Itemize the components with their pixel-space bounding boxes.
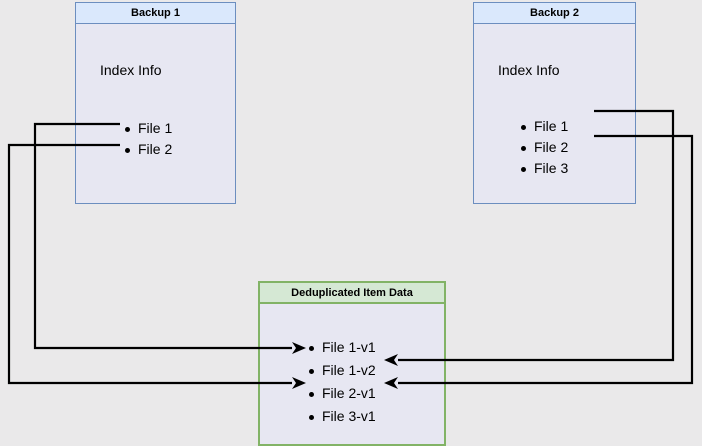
backup-2-file-list: File 1 File 2 File 3 [518, 116, 568, 179]
node-dedup-body: File 1-v1 File 1-v2 File 2-v1 File 3-v1 [260, 304, 444, 442]
backup-2-file-2-label: File 3 [534, 160, 569, 176]
backup-2-file-1-label: File 2 [534, 139, 569, 155]
backup-1-file-0-label: File 1 [138, 120, 173, 136]
node-backup-2-title: Backup 2 [474, 3, 635, 24]
list-item: File 1 [122, 118, 172, 139]
list-item: File 1 [518, 116, 568, 137]
list-item: File 1-v1 [306, 336, 376, 359]
node-backup-2[interactable]: Backup 2 Index Info File 1 File 2 File 3 [473, 2, 636, 204]
backup-1-file-list: File 1 File 2 [122, 118, 172, 160]
list-item: File 3 [518, 158, 568, 179]
dedup-file-1-label: File 1-v2 [322, 362, 376, 378]
node-backup-1[interactable]: Backup 1 Index Info File 1 File 2 [75, 2, 236, 204]
node-backup-1-body: Index Info File 1 File 2 [76, 24, 235, 203]
node-backup-1-title: Backup 1 [76, 3, 235, 24]
list-item: File 2 [518, 137, 568, 158]
dedup-file-3-label: File 3-v1 [322, 408, 376, 424]
dedup-file-0-label: File 1-v1 [322, 339, 376, 355]
list-item: File 3-v1 [306, 405, 376, 428]
backup-2-file-0-label: File 1 [534, 118, 569, 134]
backup-2-index-info-label: Index Info [498, 62, 560, 78]
backup-1-file-1-label: File 2 [138, 141, 173, 157]
dedup-file-2-label: File 2-v1 [322, 385, 376, 401]
list-item: File 2-v1 [306, 382, 376, 405]
backup-1-index-info-label: Index Info [100, 62, 162, 78]
dedup-file-list: File 1-v1 File 1-v2 File 2-v1 File 3-v1 [306, 336, 376, 428]
list-item: File 2 [122, 139, 172, 160]
node-backup-2-body: Index Info File 1 File 2 File 3 [474, 24, 635, 203]
node-dedup-title: Deduplicated Item Data [260, 283, 444, 304]
node-deduplicated-item-data[interactable]: Deduplicated Item Data File 1-v1 File 1-… [258, 281, 446, 446]
list-item: File 1-v2 [306, 359, 376, 382]
